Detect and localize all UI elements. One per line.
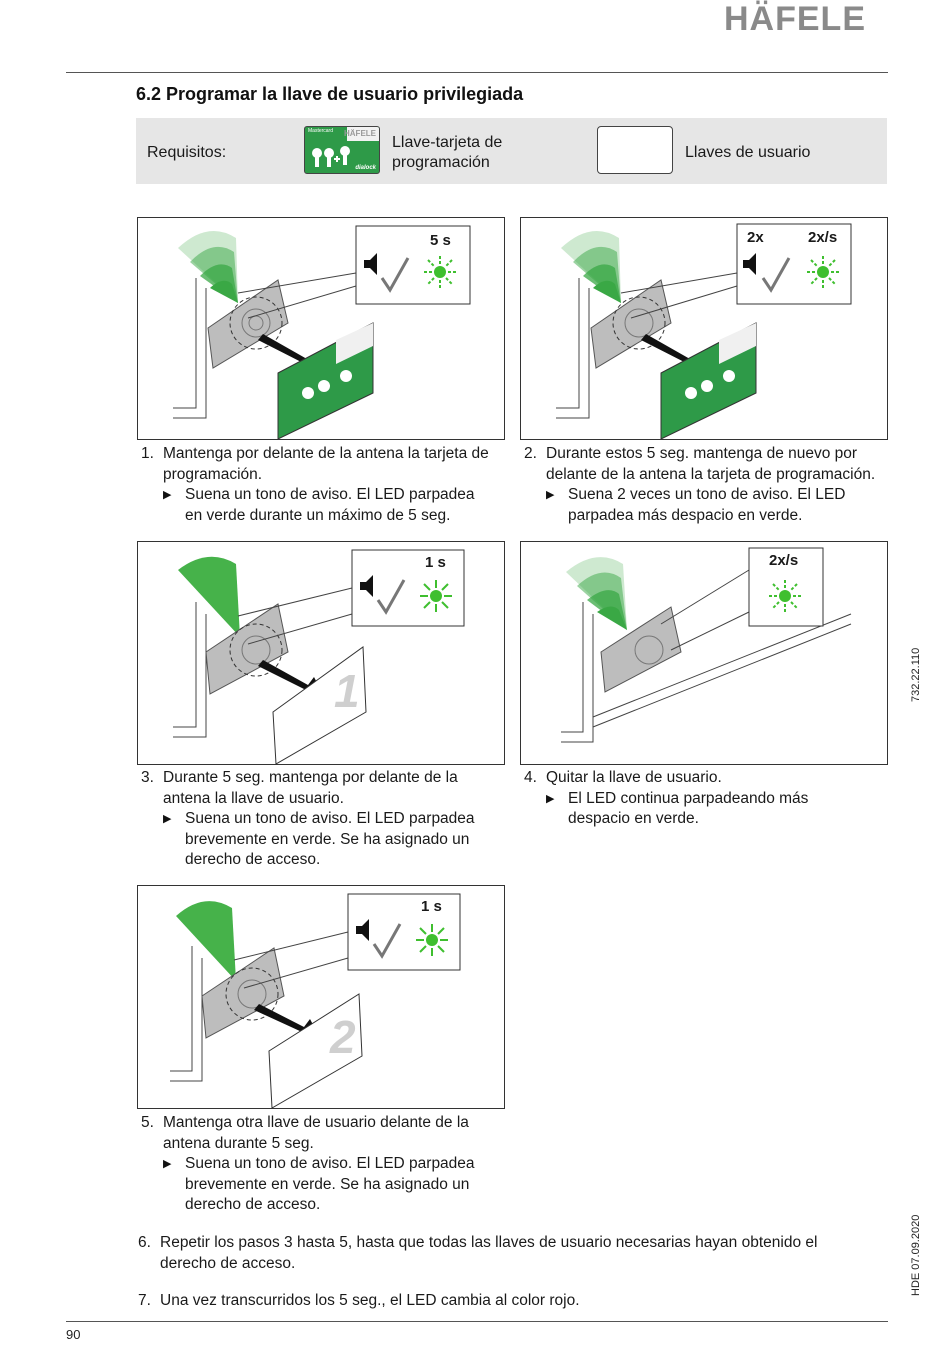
- card-logo: dialock: [355, 165, 376, 171]
- result-arrow-icon: ▶: [163, 813, 172, 825]
- result-arrow-icon: ▶: [163, 1158, 172, 1170]
- requirements-label: Requisitos:: [147, 144, 227, 161]
- header-divider: [66, 72, 888, 73]
- step-4: 4.Quitar la llave de usuario. ▶El LED co…: [524, 768, 894, 830]
- step-6: 6.Repetir los pasos 3 hasta 5, hasta que…: [138, 1234, 818, 1272]
- card-top-text: Mastercard: [308, 128, 334, 134]
- requirement-2-label: Llaves de usuario: [685, 144, 811, 161]
- step-5: 5.Mantenga otra llave de usuario delante…: [141, 1113, 511, 1216]
- requirements-bar: [136, 118, 887, 184]
- card-brand: HÄFELE: [344, 129, 376, 138]
- doc-number: 732.22.110: [910, 647, 922, 702]
- doc-date: HDE 07.09.2020: [910, 1214, 922, 1296]
- figure-step-4: 2x/s: [520, 541, 888, 765]
- footer-divider: [66, 1321, 888, 1322]
- figure-step-1: 5 s: [137, 217, 505, 440]
- timer-label: 5 s: [430, 232, 451, 249]
- step-2: 2.Durante estos 5 seg. mantenga de nuevo…: [524, 444, 894, 526]
- figure-step-2: 2x 2x/s: [520, 217, 888, 440]
- timer-label: 1 s: [421, 898, 442, 915]
- programming-card-icon: Mastercard HÄFELE dialock: [304, 126, 380, 174]
- timer-label: 1 s: [425, 554, 446, 571]
- keys-icon: [312, 146, 350, 167]
- result-arrow-icon: ▶: [546, 489, 555, 501]
- step-3: 3.Durante 5 seg. mantenga por delante de…: [141, 768, 511, 871]
- card-number: 1: [334, 665, 360, 717]
- page-number: 90: [66, 1327, 81, 1342]
- result-arrow-icon: ▶: [546, 792, 555, 805]
- brand-logo: HÄFELE: [724, 0, 866, 38]
- figure-step-3: 1 s 1: [137, 541, 505, 765]
- section-title: 6.2 Programar la llave de usuario privil…: [136, 84, 524, 104]
- count-label: 2x: [747, 229, 764, 246]
- requirement-1-label: Llave-tarjeta de programación: [392, 134, 503, 171]
- result-arrow-icon: ▶: [163, 489, 172, 501]
- user-key-card-icon: [597, 126, 673, 174]
- step-7: 7.Una vez transcurridos los 5 seg., el L…: [138, 1292, 580, 1309]
- rate-label: 2x/s: [808, 229, 838, 246]
- card-number: 2: [330, 1011, 356, 1063]
- step-1: 1.Mantenga por delante de la antena la t…: [141, 444, 511, 526]
- rate-label: 2x/s: [769, 552, 799, 569]
- figure-step-5: 1 s 2: [137, 885, 505, 1109]
